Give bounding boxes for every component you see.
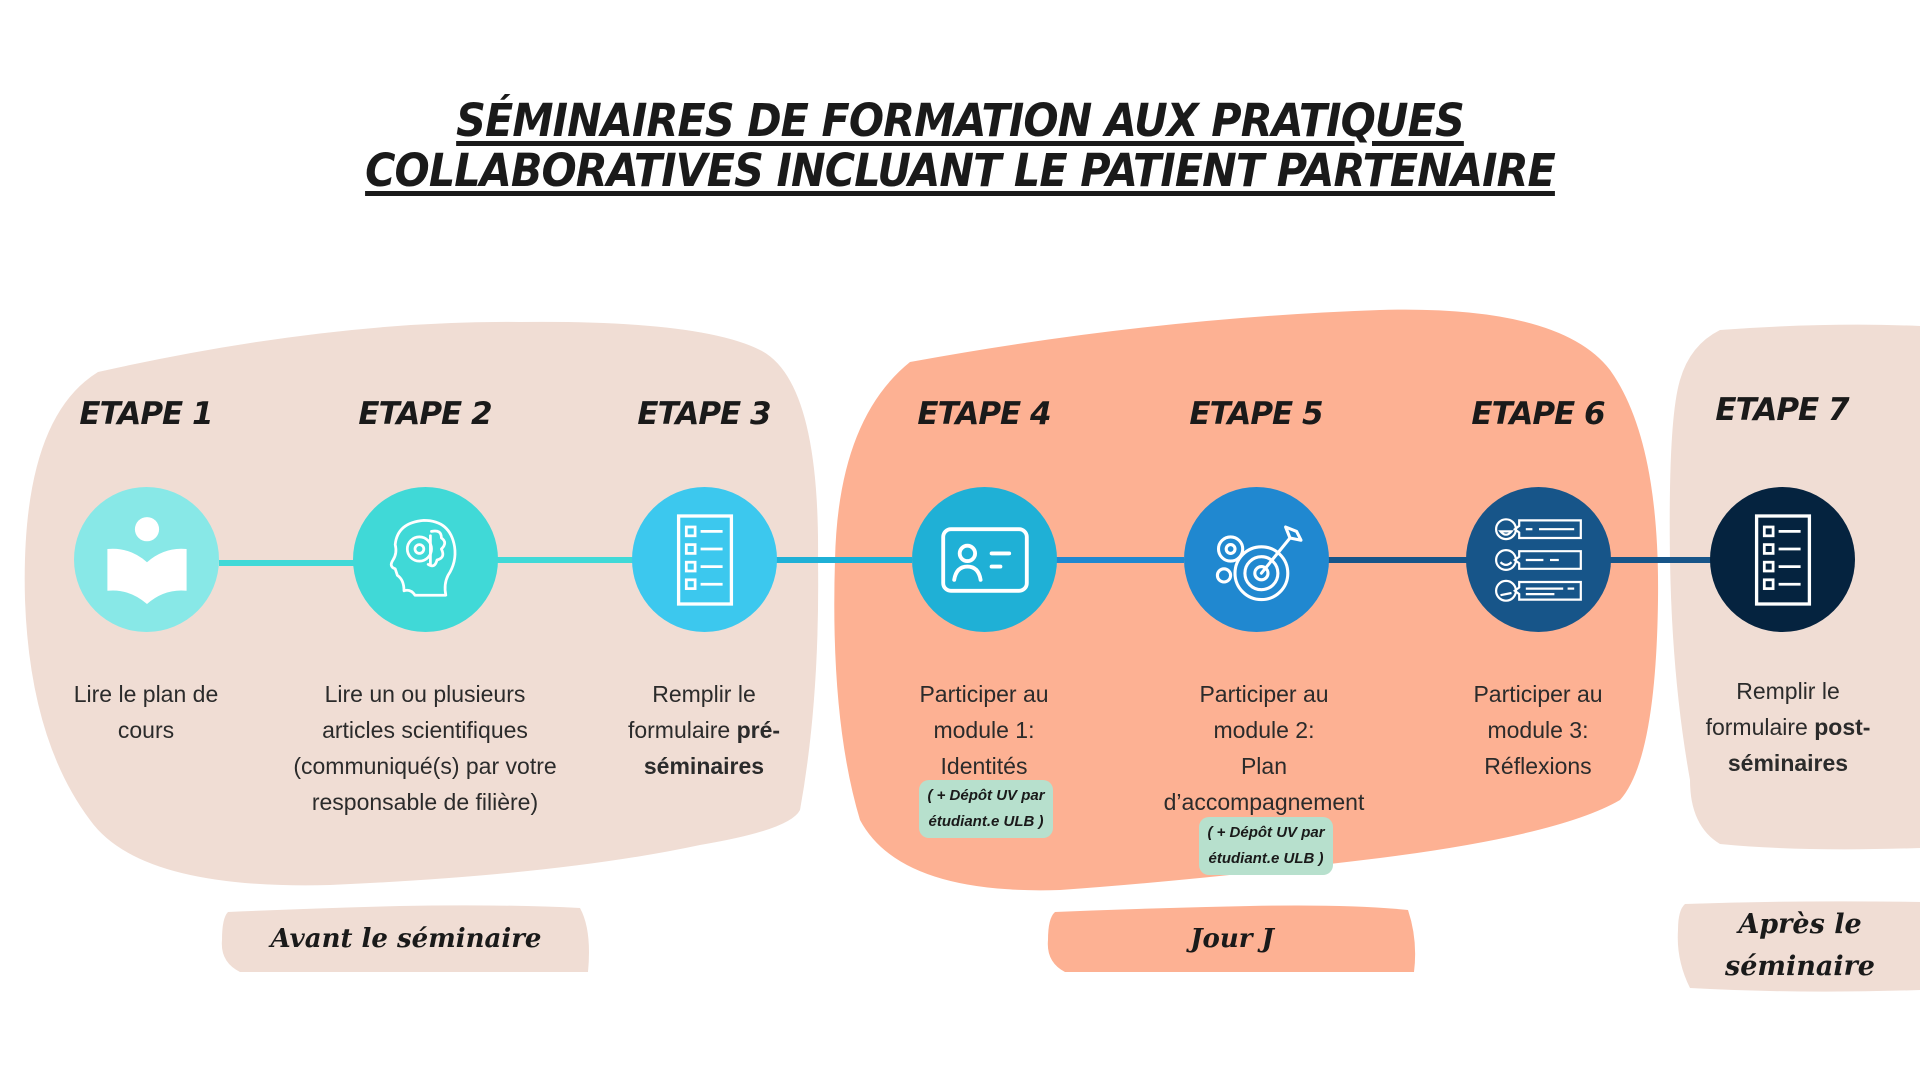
step-4-badge-line-2: étudiant.e ULB ) [928, 813, 1044, 830]
step-5-line-1: Participer au [1199, 681, 1329, 707]
step-1-circle [74, 487, 219, 632]
connector-3-4 [776, 557, 912, 563]
step-5-line-4: d’accompagnement [1163, 789, 1365, 815]
step-7-header: ETAPE 7 [1715, 392, 1849, 428]
step-3-bold-2: séminaires [643, 753, 765, 779]
step-4-circle [912, 487, 1057, 632]
step-1-header: ETAPE 1 [79, 396, 213, 432]
feedback-faces-icon [1494, 517, 1582, 602]
title-line-2: COLLABORATIVES INCLUANT LE PATIENT PARTE… [365, 144, 1556, 197]
step-4-badge-line-1: ( + Dépôt UV par [927, 787, 1045, 804]
step-6-line-1: Participer au [1473, 681, 1603, 707]
id-card-icon [940, 526, 1029, 593]
connector-5-6 [1327, 557, 1467, 563]
step-3-line-2: formulaire pré- [594, 712, 814, 748]
step-5-header: ETAPE 5 [1189, 396, 1323, 432]
step-7-circle [1710, 487, 1855, 632]
connector-1-2 [219, 560, 354, 566]
step-2-line-1: Lire un ou plusieurs [324, 681, 526, 707]
step-4-uv-badge: ( + Dépôt UV par étudiant.e ULB ) [919, 780, 1053, 838]
step-7-line-2-text: formulaire [1705, 714, 1815, 740]
connector-6-7 [1610, 557, 1711, 563]
step-5-line-2: module 2: [1213, 717, 1315, 743]
step-5-circle [1184, 487, 1329, 632]
step-4-description: Participer au module 1: Identités [874, 676, 1094, 784]
step-3-circle [632, 487, 777, 632]
phase-label-before: Avant le séminaire [270, 924, 542, 954]
step-6-header: ETAPE 6 [1471, 396, 1605, 432]
step-3-description: Remplir le formulaire pré- séminaires [594, 676, 814, 784]
step-2-description: Lire un ou plusieurs articles scientifiq… [275, 676, 575, 820]
step-3-line-1: Remplir le [652, 681, 756, 707]
jour-label-bg [1047, 905, 1416, 972]
step-2-line-2: articles scientifiques [322, 717, 528, 743]
step-5-badge-line-2: étudiant.e ULB ) [1208, 850, 1324, 867]
step-6-circle [1466, 487, 1611, 632]
step-3-line-2-text: formulaire [627, 717, 737, 743]
apres-label-bg [1677, 901, 1920, 992]
step-7-line-2: formulaire post- [1678, 709, 1898, 745]
step-7-bold-1: post- [1814, 714, 1871, 740]
step-7-description: Remplir le formulaire post- séminaires [1678, 673, 1898, 781]
checklist-icon [1754, 513, 1811, 606]
page-title: SÉMINAIRES DE FORMATION AUX PRATIQUES CO… [77, 96, 1843, 196]
book-reader-icon [106, 516, 187, 604]
step-4-line-2: module 1: [933, 717, 1035, 743]
head-brain-gear-icon [389, 518, 456, 597]
title-line-1: SÉMINAIRES DE FORMATION AUX PRATIQUES [456, 94, 1465, 147]
step-2-circle [353, 487, 498, 632]
step-7-line-1: Remplir le [1736, 678, 1840, 704]
step-1-line-2: cours [117, 717, 175, 743]
step-6-line-3: Réflexions [1484, 753, 1592, 779]
avant-label-bg [221, 905, 589, 972]
step-4-header: ETAPE 4 [917, 396, 1051, 432]
target-gear-icon [1215, 524, 1303, 601]
step-4-line-1: Participer au [919, 681, 1049, 707]
connector-4-5 [1055, 557, 1184, 563]
step-5-uv-badge: ( + Dépôt UV par étudiant.e ULB ) [1199, 817, 1333, 875]
step-6-description: Participer au module 3: Réflexions [1428, 676, 1648, 784]
phase-label-after-line-2: séminaire [1725, 951, 1875, 982]
checklist-icon [676, 513, 733, 606]
step-2-line-4: responsable de filière) [311, 789, 539, 815]
step-2-line-3: (communiqué(s) par votre [293, 753, 557, 779]
connector-2-3 [497, 557, 633, 563]
step-4-line-3: Identités [940, 753, 1028, 779]
step-1-description: Lire le plan de cours [36, 676, 256, 748]
step-2-header: ETAPE 2 [358, 396, 492, 432]
step-5-badge-line-1: ( + Dépôt UV par [1207, 824, 1325, 841]
step-7-bold-2: séminaires [1727, 750, 1849, 776]
step-5-line-3: Plan [1240, 753, 1288, 779]
step-1-line-1: Lire le plan de [73, 681, 219, 707]
step-3-bold-1: pré- [736, 717, 781, 743]
step-5-description: Participer au module 2: Plan d’accompagn… [1144, 676, 1384, 820]
step-3-header: ETAPE 3 [637, 396, 771, 432]
phase-label-after-line-1: Après le [1738, 909, 1862, 940]
phase-label-after: Après le séminaire [1680, 902, 1920, 990]
phase-label-day: Jour J [1190, 924, 1274, 954]
step-6-line-2: module 3: [1487, 717, 1589, 743]
